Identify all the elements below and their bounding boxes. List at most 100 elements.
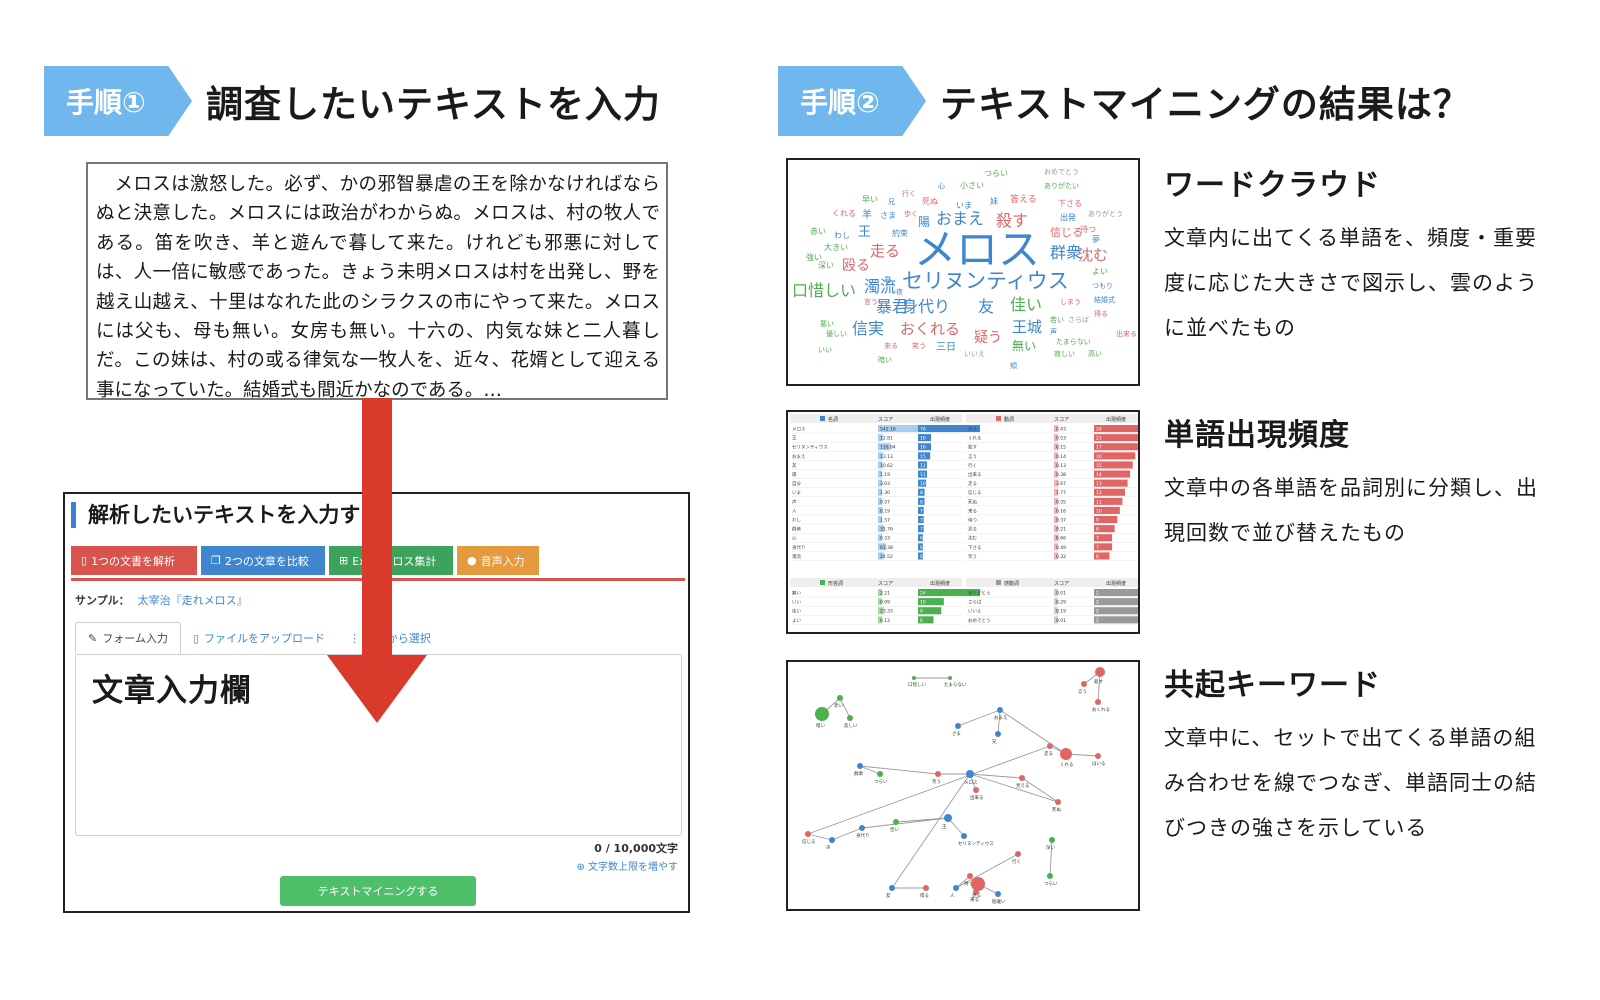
cooccurrence-node xyxy=(995,891,1001,897)
cooccurrence-node xyxy=(1095,753,1101,759)
cooccurrence-label: 勘違い xyxy=(992,898,1006,905)
freq-count-bar xyxy=(918,607,942,615)
freq-score: 24.52 xyxy=(880,554,893,560)
freq-count: 6 xyxy=(920,554,923,560)
freq-count: 7 xyxy=(920,518,923,524)
freq-count-bar xyxy=(1094,461,1133,469)
wordcloud-word: ありがたい xyxy=(1044,181,1079,190)
cooccurrence-panel: 口惜しいたまらない殺す言うおくれる赤い暗い悲しいおまえさま兄くれる走るはいるつら… xyxy=(786,660,1140,911)
freq-score: 0.38 xyxy=(1056,472,1066,478)
wordcloud-word: 歩く xyxy=(904,209,918,218)
step-2-tag: 手順② xyxy=(778,66,926,136)
freq-count: 16 xyxy=(920,445,926,451)
freq-count-bar xyxy=(918,589,980,597)
cooccurrence-label: 深い xyxy=(1046,844,1055,851)
freq-count: 24 xyxy=(1096,427,1102,433)
freq-score: 1.57 xyxy=(880,518,890,524)
cooccurrence-edge xyxy=(957,709,1001,727)
sample-label: サンプル： xyxy=(75,594,130,607)
cooccurrence-edge xyxy=(807,833,833,841)
freq-word: 濁流 xyxy=(792,553,801,560)
freq-score-bar xyxy=(1054,434,1059,442)
wordcloud-word: 沈む xyxy=(1078,246,1108,264)
freq-count-bar xyxy=(918,443,932,451)
freq-score-bar xyxy=(878,452,883,460)
cooccurrence-node xyxy=(1055,799,1061,805)
freq-count: 16 xyxy=(920,436,926,442)
freq-score: 0.37 xyxy=(1056,518,1066,524)
freq-score-bar xyxy=(1054,589,1059,597)
freq-score-bar xyxy=(878,525,885,533)
cooccurrence-node xyxy=(971,877,985,891)
freq-word: 佳い xyxy=(792,608,801,615)
freq-header-cell: スコア xyxy=(878,581,893,587)
sample-link[interactable]: 太宰治『走れメロス』 xyxy=(137,594,248,607)
cooccurrence-label: 見える xyxy=(1016,783,1029,789)
cooccurrence-edge xyxy=(859,765,939,775)
wordcloud-word: 心 xyxy=(938,182,945,190)
cooccurrence-label: 身代り xyxy=(856,832,870,839)
cooccurrence-node xyxy=(995,731,1001,737)
freq-count: 7 xyxy=(920,508,923,514)
wordcloud-word: 来る xyxy=(884,342,898,350)
freq-table-header xyxy=(966,578,1138,587)
cooccurrence-label: 走る xyxy=(1044,751,1053,757)
freq-score: 0.53 xyxy=(1056,436,1066,442)
freq-word: 見る xyxy=(968,527,977,533)
cooccurrence-node xyxy=(1095,667,1105,677)
cooccurrence-edge xyxy=(947,817,965,837)
cooccurrence-label: メロス xyxy=(964,780,978,786)
freq-word: さらば xyxy=(968,599,982,606)
freq-count: 15 xyxy=(1096,463,1102,469)
freq-score-bar xyxy=(878,534,883,542)
freq-word: いいえ xyxy=(968,609,982,615)
wordcloud-word: さま xyxy=(880,211,896,220)
cooccurrence-label: 殺す xyxy=(1094,678,1103,685)
increase-limit-label: 文字数上限を増やす xyxy=(588,862,678,873)
freq-score-bar xyxy=(878,443,891,451)
feature-wordcloud-desc: 文章内に出てくる単語を、頻度・重要度に応じた大きさで図示し、雲のように並べたもの xyxy=(1164,226,1538,340)
freq-count: 7 xyxy=(1096,545,1099,551)
freq-score: 13.13 xyxy=(880,454,893,460)
cooccurrence-label: セリヌンティウス xyxy=(958,840,994,847)
freq-score: 3.03 xyxy=(880,481,890,487)
feature-frequency: 単語出現頻度 文章中の各単語を品詞別に分類し、出現回数で並び替えたもの xyxy=(1164,410,1544,556)
tab-compare-documents[interactable]: ❐2つの文章を比較 xyxy=(201,546,325,575)
wordcloud-word: 妹 xyxy=(990,196,998,206)
wordcloud-word: 三日 xyxy=(936,342,956,353)
freq-score-bar xyxy=(1054,497,1059,505)
cooccurrence-label: 見る xyxy=(972,893,981,899)
freq-count: 24 xyxy=(920,591,926,597)
tab-form-input[interactable]: ✎フォーム入力 xyxy=(75,622,181,654)
document-icon: ▯ xyxy=(81,554,88,567)
wordcloud-word: 王城 xyxy=(1012,318,1042,336)
freq-word: いい xyxy=(792,600,801,606)
freq-count: 8 xyxy=(1096,527,1099,533)
freq-score-bar xyxy=(878,552,884,560)
tab-single-document[interactable]: ▯1つの文書を解析 xyxy=(71,546,197,575)
cooccurrence-edge xyxy=(1097,671,1101,703)
freq-count: 6 xyxy=(920,536,923,542)
freq-word: 殺す xyxy=(968,444,977,451)
step-1-header: 手順① 調査したいテキストを入力 xyxy=(44,66,661,136)
cooccurrence-node xyxy=(997,707,1003,713)
text-mining-button[interactable]: テキストマイニングする xyxy=(280,876,476,906)
wordcloud-word: 頬 xyxy=(1010,361,1017,370)
freq-score-bar xyxy=(878,616,883,624)
freq-score-bar xyxy=(1054,506,1059,514)
freq-score-bar xyxy=(878,479,883,487)
freq-count-bar xyxy=(1094,616,1138,624)
tab-file-upload[interactable]: ▯ファイルをアップロード xyxy=(181,622,337,654)
copy-icon: ❐ xyxy=(211,554,221,567)
freq-count: 2 xyxy=(1096,600,1099,606)
wordcloud-word: セリヌンティウス xyxy=(902,269,1069,293)
cooccurrence-label: 笑う xyxy=(932,778,941,785)
cooccurrence-edge xyxy=(997,709,1001,735)
tab-voice-input[interactable]: ●音声入力 xyxy=(457,546,539,575)
freq-count: 21 xyxy=(1096,436,1102,442)
increase-limit-link[interactable]: ⊕ 文字数上限を増やす xyxy=(576,858,678,873)
wordcloud-word: 走る xyxy=(870,242,900,260)
freq-word: 出来る xyxy=(968,471,982,478)
freq-word: 笑う xyxy=(968,553,977,560)
